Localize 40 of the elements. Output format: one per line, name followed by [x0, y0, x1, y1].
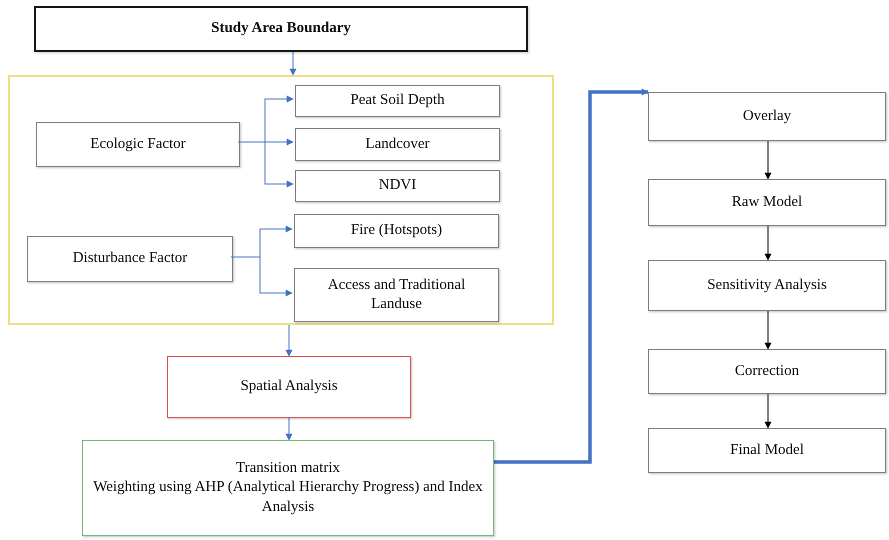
title-text: Study Area Boundary	[211, 19, 351, 38]
node-text: Transition matrix	[236, 458, 340, 478]
node-text: Peat Soil Depth	[350, 91, 445, 110]
arrow	[764, 394, 772, 429]
process-box	[648, 260, 886, 311]
process-box	[294, 268, 499, 322]
process-box	[648, 428, 886, 473]
node-text: Overlay	[742, 106, 792, 126]
process-box	[648, 92, 886, 141]
process-box	[167, 356, 411, 418]
factor-box	[36, 122, 240, 167]
process-box	[295, 85, 500, 117]
group-frame	[8, 75, 554, 325]
node-text: NDVI	[378, 176, 416, 196]
node-text: Spatial Analysis	[240, 377, 338, 396]
process-box	[648, 179, 886, 226]
node-text: Ecologic Factor	[90, 134, 186, 154]
arrow	[286, 324, 292, 357]
process-box	[295, 128, 500, 161]
arrow	[290, 52, 296, 76]
node-text: Final Model	[730, 440, 804, 460]
node-text: Sensitivity Analysis	[707, 276, 827, 295]
node-text: Fire (Hotspots)	[350, 221, 442, 240]
arrow	[494, 88, 649, 464]
node-text: Disturbance Factor	[72, 249, 188, 268]
node-text: Access and Traditional Landuse	[326, 276, 466, 314]
node-text: Raw Model	[732, 192, 802, 212]
arrow	[764, 226, 772, 261]
arrow	[286, 418, 292, 441]
title-box	[34, 6, 528, 52]
factor-box	[27, 236, 233, 282]
arrow	[764, 140, 772, 180]
process-box	[648, 349, 886, 394]
process-box	[295, 170, 500, 202]
process-box	[82, 440, 494, 536]
process-box	[294, 214, 499, 248]
node-text: Correction	[734, 362, 800, 381]
node-text: Landcover	[365, 134, 430, 154]
arrow	[764, 310, 772, 350]
node-text: Weighting using AHP (Analytical Hierarchy Progress) and Index Analysis	[92, 478, 484, 517]
